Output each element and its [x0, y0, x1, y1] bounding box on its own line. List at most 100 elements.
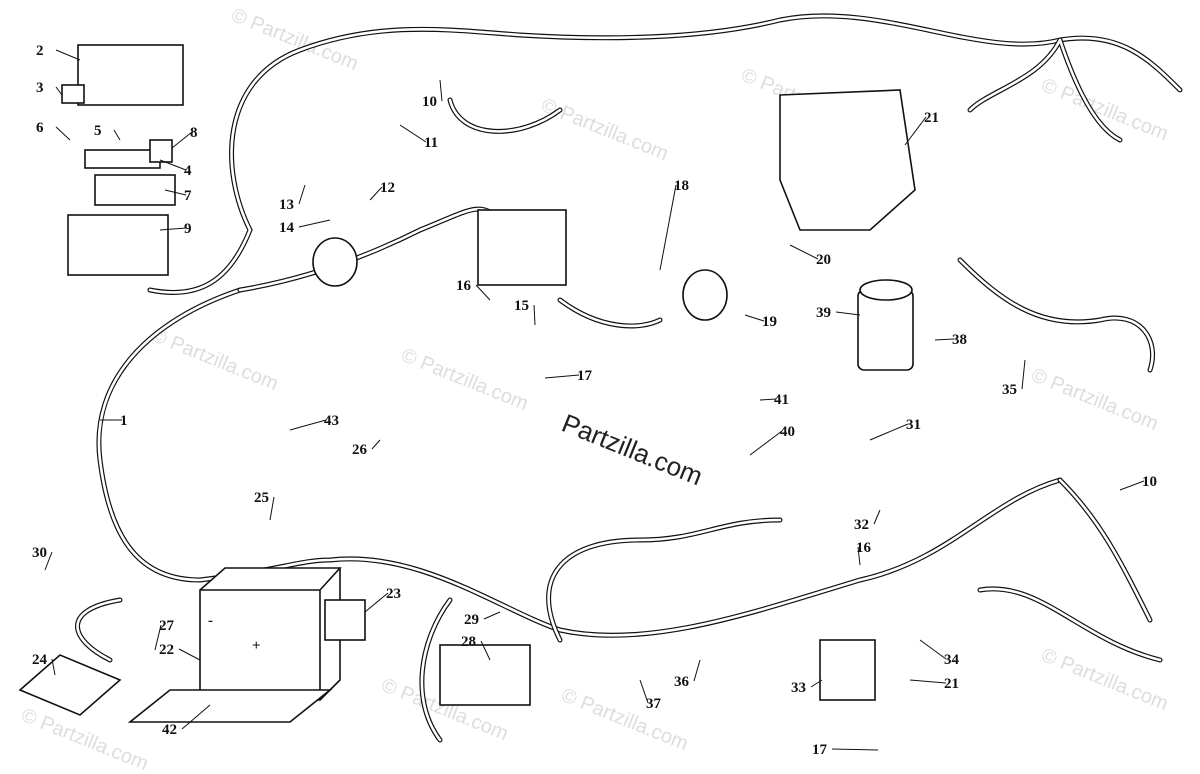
- callout-12: 12: [380, 180, 395, 196]
- callout-30: 30: [32, 545, 47, 561]
- watermark: © Partzilla.com: [1038, 644, 1171, 715]
- callout-leader: [55, 126, 71, 141]
- callout-38: 38: [952, 332, 967, 348]
- callout-7: 7: [184, 188, 192, 204]
- battery: [199, 567, 342, 701]
- relay-small: [61, 84, 85, 104]
- power-outlet: [857, 289, 914, 371]
- callout-leader: [810, 679, 823, 688]
- callout-leader: [159, 159, 187, 171]
- callout-10: 10: [422, 94, 437, 110]
- callout-23: 23: [386, 586, 401, 602]
- callout-leader: [869, 423, 909, 441]
- battery-label: [324, 599, 366, 641]
- bulb-boot: [682, 269, 728, 321]
- callout-33: 33: [791, 680, 806, 696]
- callout-1: 1: [120, 413, 128, 429]
- callout-2: 2: [36, 43, 44, 59]
- hardware-kit: [18, 654, 122, 716]
- battery-positive-sign: +: [252, 638, 261, 654]
- callout-6: 6: [36, 120, 44, 136]
- callout-17: 17: [812, 742, 828, 758]
- callout-leader: [873, 509, 881, 525]
- callout-37: 37: [646, 696, 662, 712]
- callout-leader: [759, 398, 777, 401]
- callout-24: 24: [32, 652, 48, 668]
- callout-leader: [113, 129, 121, 141]
- callout-leader: [44, 551, 53, 571]
- callout-leader: [154, 624, 162, 651]
- fuse-box: [67, 214, 169, 276]
- callout-28: 28: [461, 634, 476, 650]
- watermark: © Partzilla.com: [1038, 74, 1171, 145]
- callout-leader: [544, 374, 580, 379]
- callout-17: 17: [577, 368, 593, 384]
- callout-leader: [789, 244, 819, 260]
- watermark: © Partzilla.com: [148, 324, 281, 395]
- callout-leader: [298, 219, 331, 228]
- callout-leader: [744, 314, 765, 322]
- callout-8: 8: [190, 125, 198, 141]
- relay-box: [477, 209, 567, 286]
- callout-leader: [857, 546, 861, 566]
- watermark: © Partzilla.com: [18, 704, 151, 774]
- callout-3: 3: [36, 80, 44, 96]
- headlight: [779, 89, 916, 231]
- callout-leader: [831, 748, 879, 751]
- callout-15: 15: [514, 298, 529, 314]
- callout-leader: [475, 284, 491, 301]
- callout-43: 43: [324, 413, 339, 429]
- watermark-center: Partzilla.com: [558, 408, 707, 492]
- callout-leader: [639, 679, 649, 704]
- callout-leader: [298, 184, 306, 205]
- callout-leader: [159, 227, 187, 231]
- callout-16: 16: [456, 278, 472, 294]
- watermark: © Partzilla.com: [1028, 364, 1161, 435]
- callout-leader: [269, 496, 275, 521]
- callout-36: 36: [674, 674, 690, 690]
- fuse-box-cover: [77, 44, 184, 106]
- callout-22: 22: [159, 642, 174, 658]
- relay: [149, 139, 173, 163]
- outlet-cap: [859, 279, 913, 301]
- callout-leader: [399, 124, 427, 143]
- callout-leader: [51, 658, 56, 676]
- callout-leader: [1119, 480, 1145, 491]
- label-plate: [84, 149, 161, 169]
- callout-leader: [1021, 359, 1026, 390]
- callout-leader: [171, 131, 193, 149]
- callout-leader: [693, 659, 701, 682]
- callout-leader: [904, 116, 927, 146]
- callout-leader: [55, 86, 63, 96]
- callout-41: 41: [774, 392, 789, 408]
- callout-14: 14: [279, 220, 295, 236]
- callout-27: 27: [159, 618, 175, 634]
- callout-leader: [934, 338, 955, 341]
- callout-11: 11: [424, 135, 438, 151]
- callout-31: 31: [906, 417, 921, 433]
- callout-19: 19: [762, 314, 777, 330]
- callout-10: 10: [1142, 474, 1157, 490]
- callout-leader: [480, 640, 491, 661]
- callout-18: 18: [674, 178, 689, 194]
- callout-26: 26: [352, 442, 368, 458]
- starter-solenoid: [819, 639, 876, 701]
- callout-leader: [919, 639, 947, 660]
- callout-leader: [289, 419, 327, 431]
- callout-25: 25: [254, 490, 269, 506]
- callout-4: 4: [184, 163, 192, 179]
- callout-9: 9: [184, 221, 192, 237]
- callout-42: 42: [162, 722, 177, 738]
- callout-32: 32: [854, 517, 869, 533]
- horn: [312, 237, 358, 287]
- watermarks: © Partzilla.com © Partzilla.com © Partzill…: [18, 4, 1171, 774]
- watermark: © Partzilla.com: [558, 684, 691, 755]
- callout-leader: [371, 439, 381, 450]
- callout-leader: [181, 704, 211, 730]
- callout-leader: [533, 304, 536, 326]
- callout-35: 35: [1002, 382, 1017, 398]
- callout-leader: [659, 184, 677, 271]
- callout-40: 40: [780, 424, 795, 440]
